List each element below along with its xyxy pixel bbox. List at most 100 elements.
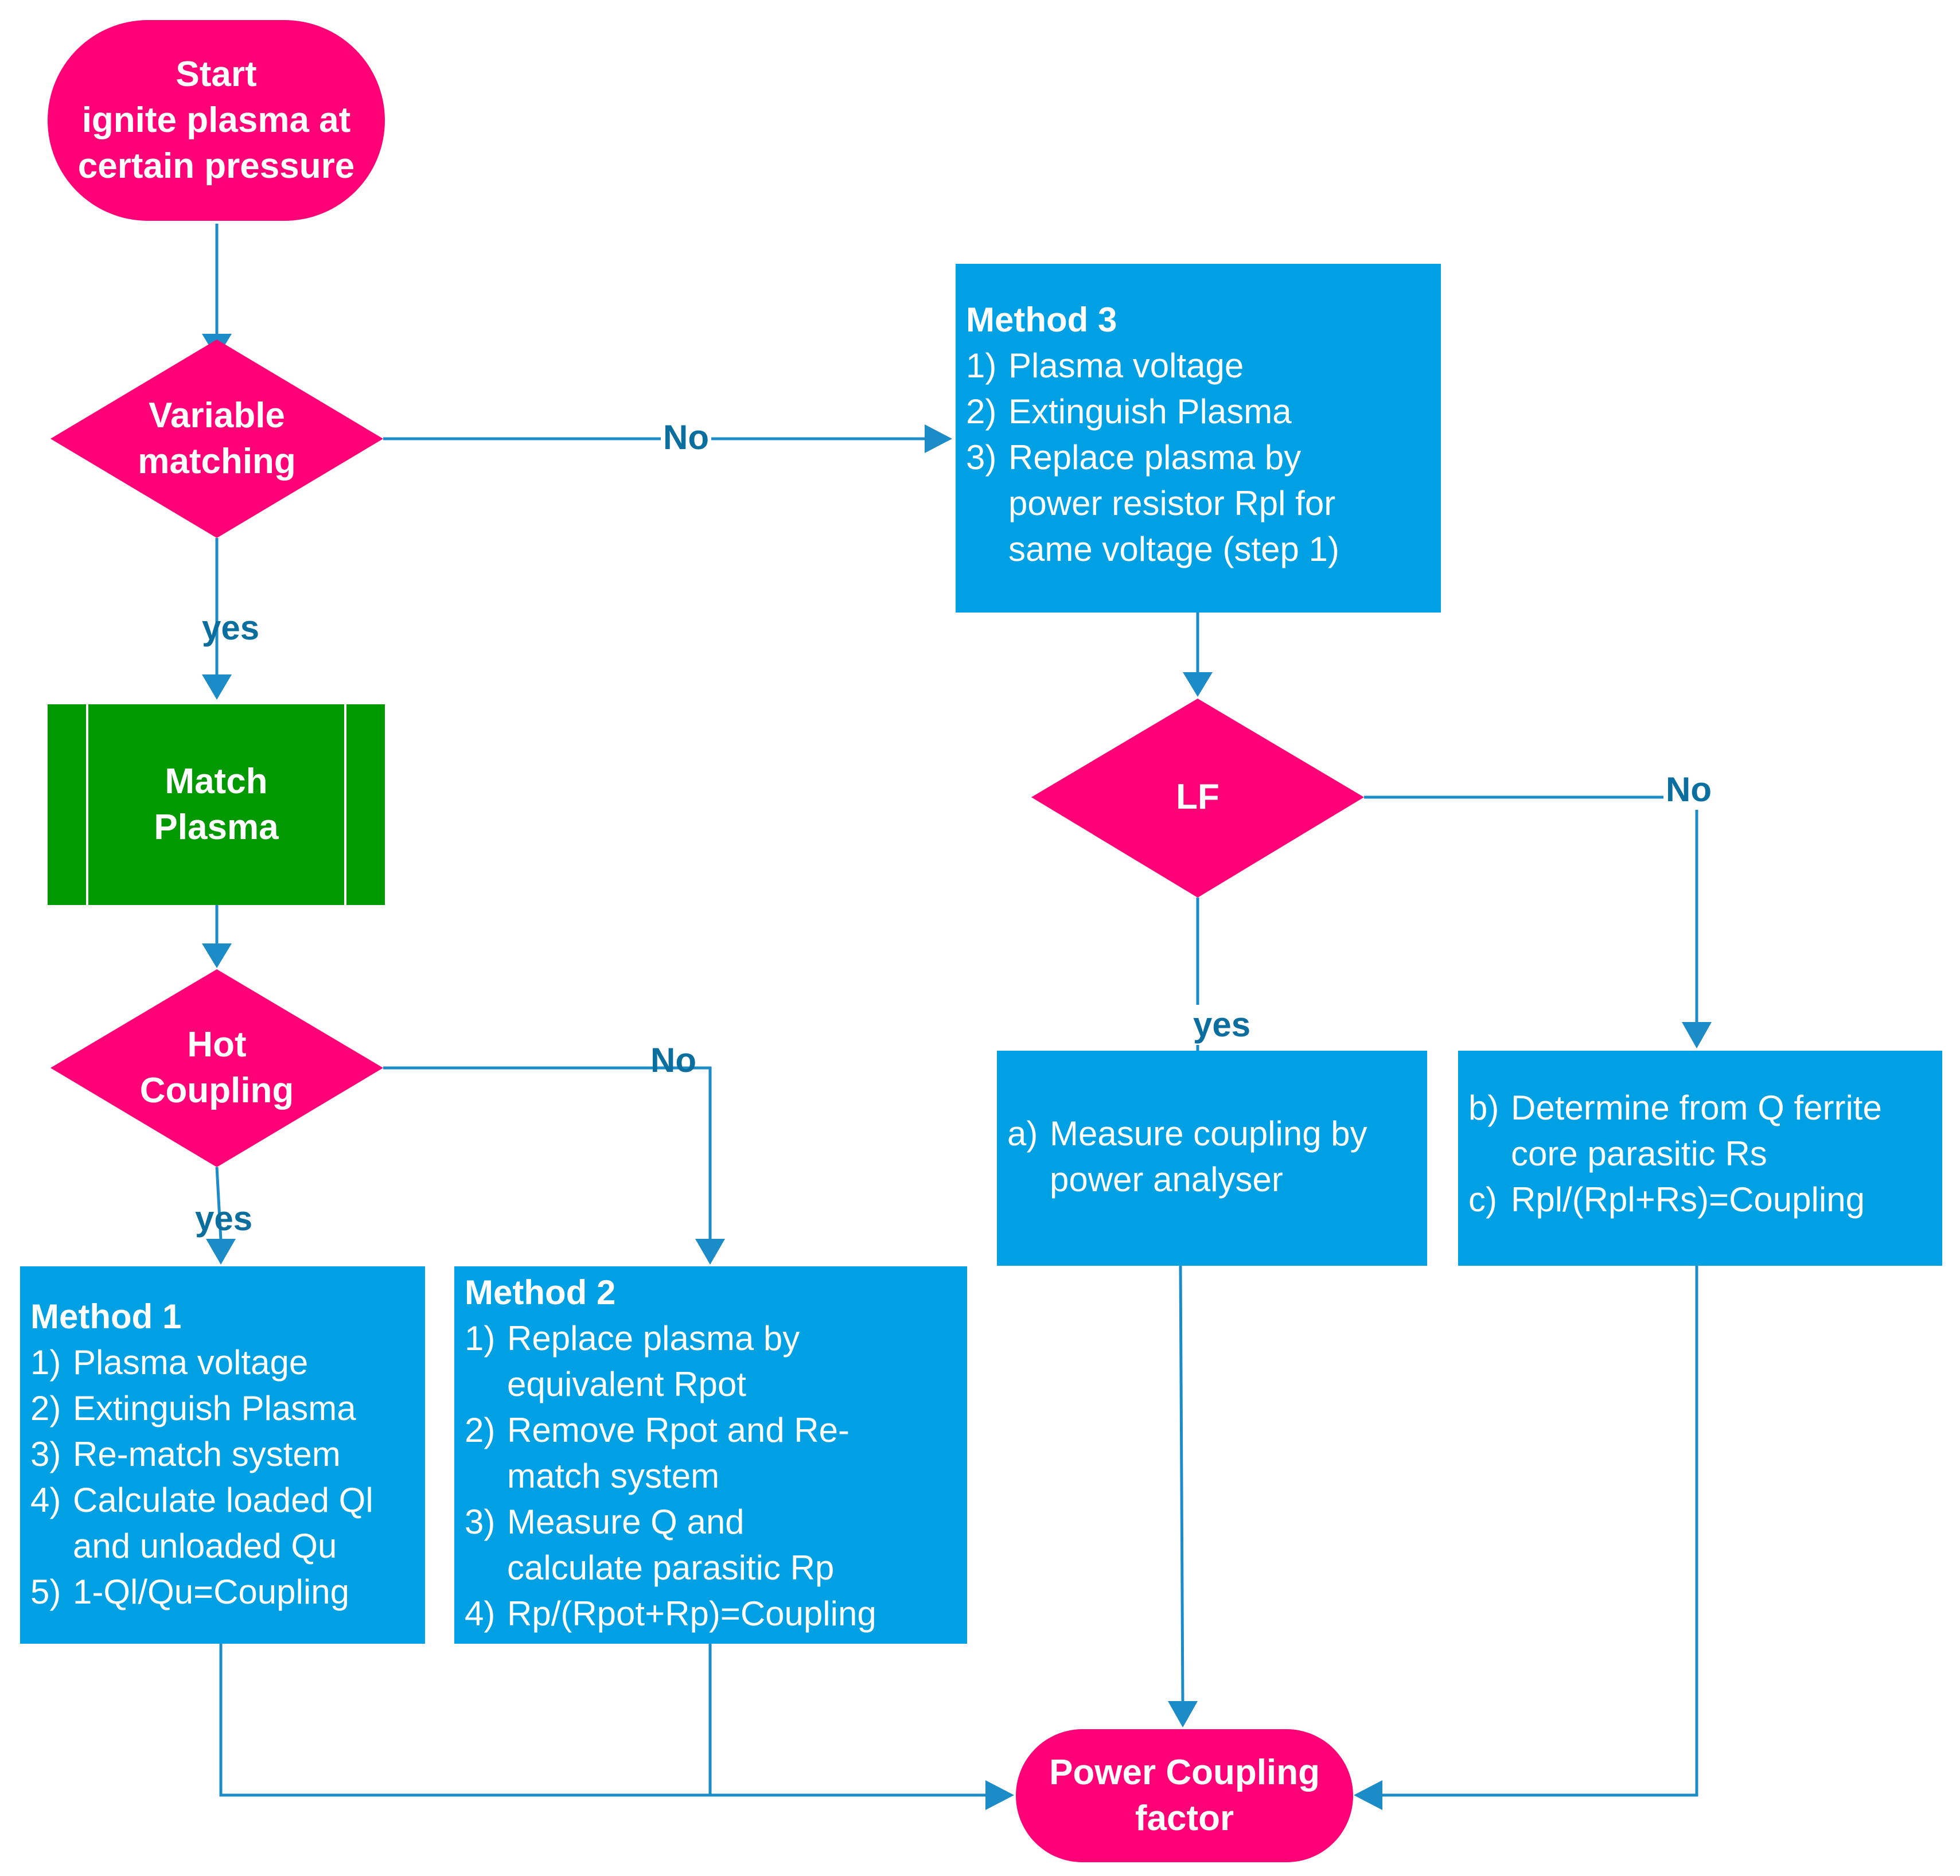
step-text: Calculate loaded Ql and unloaded Qu xyxy=(73,1477,415,1569)
hot-coupling-label-line: Coupling xyxy=(139,1071,294,1110)
step-text-line: core parasitic Rs xyxy=(1511,1134,1767,1173)
decision-lf-shape xyxy=(1031,699,1364,898)
step-text-line: Calculate loaded Ql xyxy=(73,1481,373,1519)
arrow-head xyxy=(202,674,232,700)
decision-variable-matching-shape xyxy=(50,340,383,538)
step-text: Extinguish Plasma xyxy=(1008,389,1431,435)
step-text-line: 1-Ql/Qu=Coupling xyxy=(73,1573,349,1611)
arrow-head xyxy=(1682,1022,1712,1048)
arrow-head xyxy=(1354,1780,1382,1810)
method1-step: 5) 1-Ql/Qu=Coupling xyxy=(30,1569,415,1615)
connector-lf-no xyxy=(1364,795,1698,1024)
method3-step: 2) Extinguish Plasma xyxy=(966,389,1431,435)
lf-no-box: b) Determine from Q ferrite core parasitic… xyxy=(1458,1051,1942,1266)
start-label-line: Start xyxy=(176,54,257,94)
hot-coupling-label-line: Hot xyxy=(187,1025,247,1064)
step-text-line: Re-match system xyxy=(73,1435,341,1473)
method2-step: 4)Rp/(Rpot+Rp)=Coupling xyxy=(465,1591,957,1637)
step-text: Re-match system xyxy=(73,1432,415,1477)
step-text-line: Measure coupling by xyxy=(1050,1114,1367,1153)
arrow-head xyxy=(985,1780,1014,1810)
method2-step: 2) Remove Rpot and Re-match system xyxy=(465,1407,957,1499)
start-label-line: ignite plasma at xyxy=(81,100,351,140)
variable-matching-label-line: matching xyxy=(138,442,296,481)
step-number: 1) xyxy=(30,1343,61,1382)
step-text-line: equivalent Rpot xyxy=(507,1365,746,1403)
edge-label-variable-matching-no: No xyxy=(661,418,711,458)
decision-hot-coupling-shape xyxy=(50,969,383,1167)
edge-label-variable-matching-yes: yes xyxy=(202,609,260,647)
step-text-line: calculate parasitic Rp xyxy=(507,1549,835,1587)
step-text: Plasma voltage xyxy=(73,1340,415,1386)
end-terminal-power-coupling-factor: Power Coupling factor xyxy=(1016,1729,1353,1862)
step-number: 2) xyxy=(966,392,997,431)
step-text-line: and unloaded Qu xyxy=(73,1527,337,1565)
step-text: Extinguish Plasma xyxy=(73,1386,415,1432)
step-text-line: Extinguish Plasma xyxy=(1008,392,1292,431)
lf-label-line: LF xyxy=(1176,777,1219,817)
step-text: 1-Ql/Qu=Coupling xyxy=(73,1569,415,1615)
edge-label-hot-coupling-no: No xyxy=(650,1041,696,1079)
step-number: 2) xyxy=(465,1411,496,1449)
step-number: 5) xyxy=(30,1573,61,1611)
match-plasma-label-line: Match xyxy=(165,762,268,801)
step-text-line: Replace plasma by xyxy=(1008,438,1302,477)
method1-title: Method 1 xyxy=(30,1297,182,1336)
step-number: b) xyxy=(1468,1089,1499,1127)
connector-hot-coupling-yes xyxy=(215,1167,223,1241)
variable-matching-label-line: Variable xyxy=(149,396,285,435)
step-text: Rpl/(Rpl+Rs)=Coupling xyxy=(1511,1177,1932,1223)
decision-lf: LF xyxy=(1089,740,1307,855)
step-text: Measure Q and calculate parasitic Rp xyxy=(507,1499,957,1591)
step-text-line: Determine from Q ferrite xyxy=(1511,1089,1882,1127)
arrow-head xyxy=(1168,1701,1198,1727)
step-number: 3) xyxy=(465,1503,496,1541)
match-plasma-label-line: Plasma xyxy=(154,808,279,847)
decision-variable-matching: Variable matching xyxy=(108,381,326,496)
connector-lf-no-box-to-end xyxy=(1381,1265,1698,1797)
method3-step: 1) Plasma voltage xyxy=(966,343,1431,389)
method1-box: Method 1 1) Plasma voltage 2)Extinguish Pla… xyxy=(20,1266,425,1644)
step-text-line: Extinguish Plasma xyxy=(73,1389,356,1428)
step-text: Determine from Q ferrite core parasitic R… xyxy=(1511,1085,1932,1177)
step-text-line: Measure Q and xyxy=(507,1503,745,1541)
end-label-line: Power Coupling xyxy=(1049,1753,1320,1792)
method1-step: 4) Calculate loaded Ql and unloaded Qu xyxy=(30,1477,415,1569)
edge-label-lf-no: No xyxy=(1663,770,1714,810)
arrow-head xyxy=(1183,672,1213,697)
method1-step: 2)Extinguish Plasma xyxy=(30,1386,415,1432)
start-label-line: certain pressure xyxy=(77,146,355,186)
arrow-head xyxy=(202,943,232,968)
method1-step: 3)Re-match system xyxy=(30,1432,415,1477)
step-number: 1) xyxy=(966,346,997,385)
method1-step: 1) Plasma voltage xyxy=(30,1340,415,1386)
step-number: 4) xyxy=(30,1481,61,1519)
connector-hot-coupling-no xyxy=(383,1066,712,1240)
end-label-line: factor xyxy=(1135,1799,1234,1838)
step-text-line: Rp/(Rpot+Rp)=Coupling xyxy=(507,1594,876,1633)
step-text-line: Remove Rpot and Re- xyxy=(507,1411,850,1449)
step-text: Remove Rpot and Re-match system xyxy=(507,1407,957,1499)
step-text-line: power analyser xyxy=(1050,1160,1283,1199)
arrow-head xyxy=(206,1239,236,1265)
step-text-line: Plasma voltage xyxy=(73,1343,309,1382)
step-text-line: same voltage (step 1) xyxy=(1008,530,1339,568)
arrow-head xyxy=(925,424,952,453)
step-text-line: Plasma voltage xyxy=(1008,346,1244,385)
connector-lf-yes-box-to-end xyxy=(1179,1264,1184,1705)
method2-step: 3) Measure Q and calculate parasitic Rp xyxy=(465,1499,957,1591)
edge-label-hot-coupling-yes: yes xyxy=(195,1199,253,1238)
step-text-line: power resistor Rpl for xyxy=(1008,484,1336,522)
lf_no-step: b) Determine from Q ferrite core parasitic… xyxy=(1468,1085,1932,1177)
process-left-bar xyxy=(86,704,88,905)
start-terminal: Start ignite plasma at certain pressure xyxy=(48,20,385,221)
method2-title: Method 2 xyxy=(465,1273,616,1312)
